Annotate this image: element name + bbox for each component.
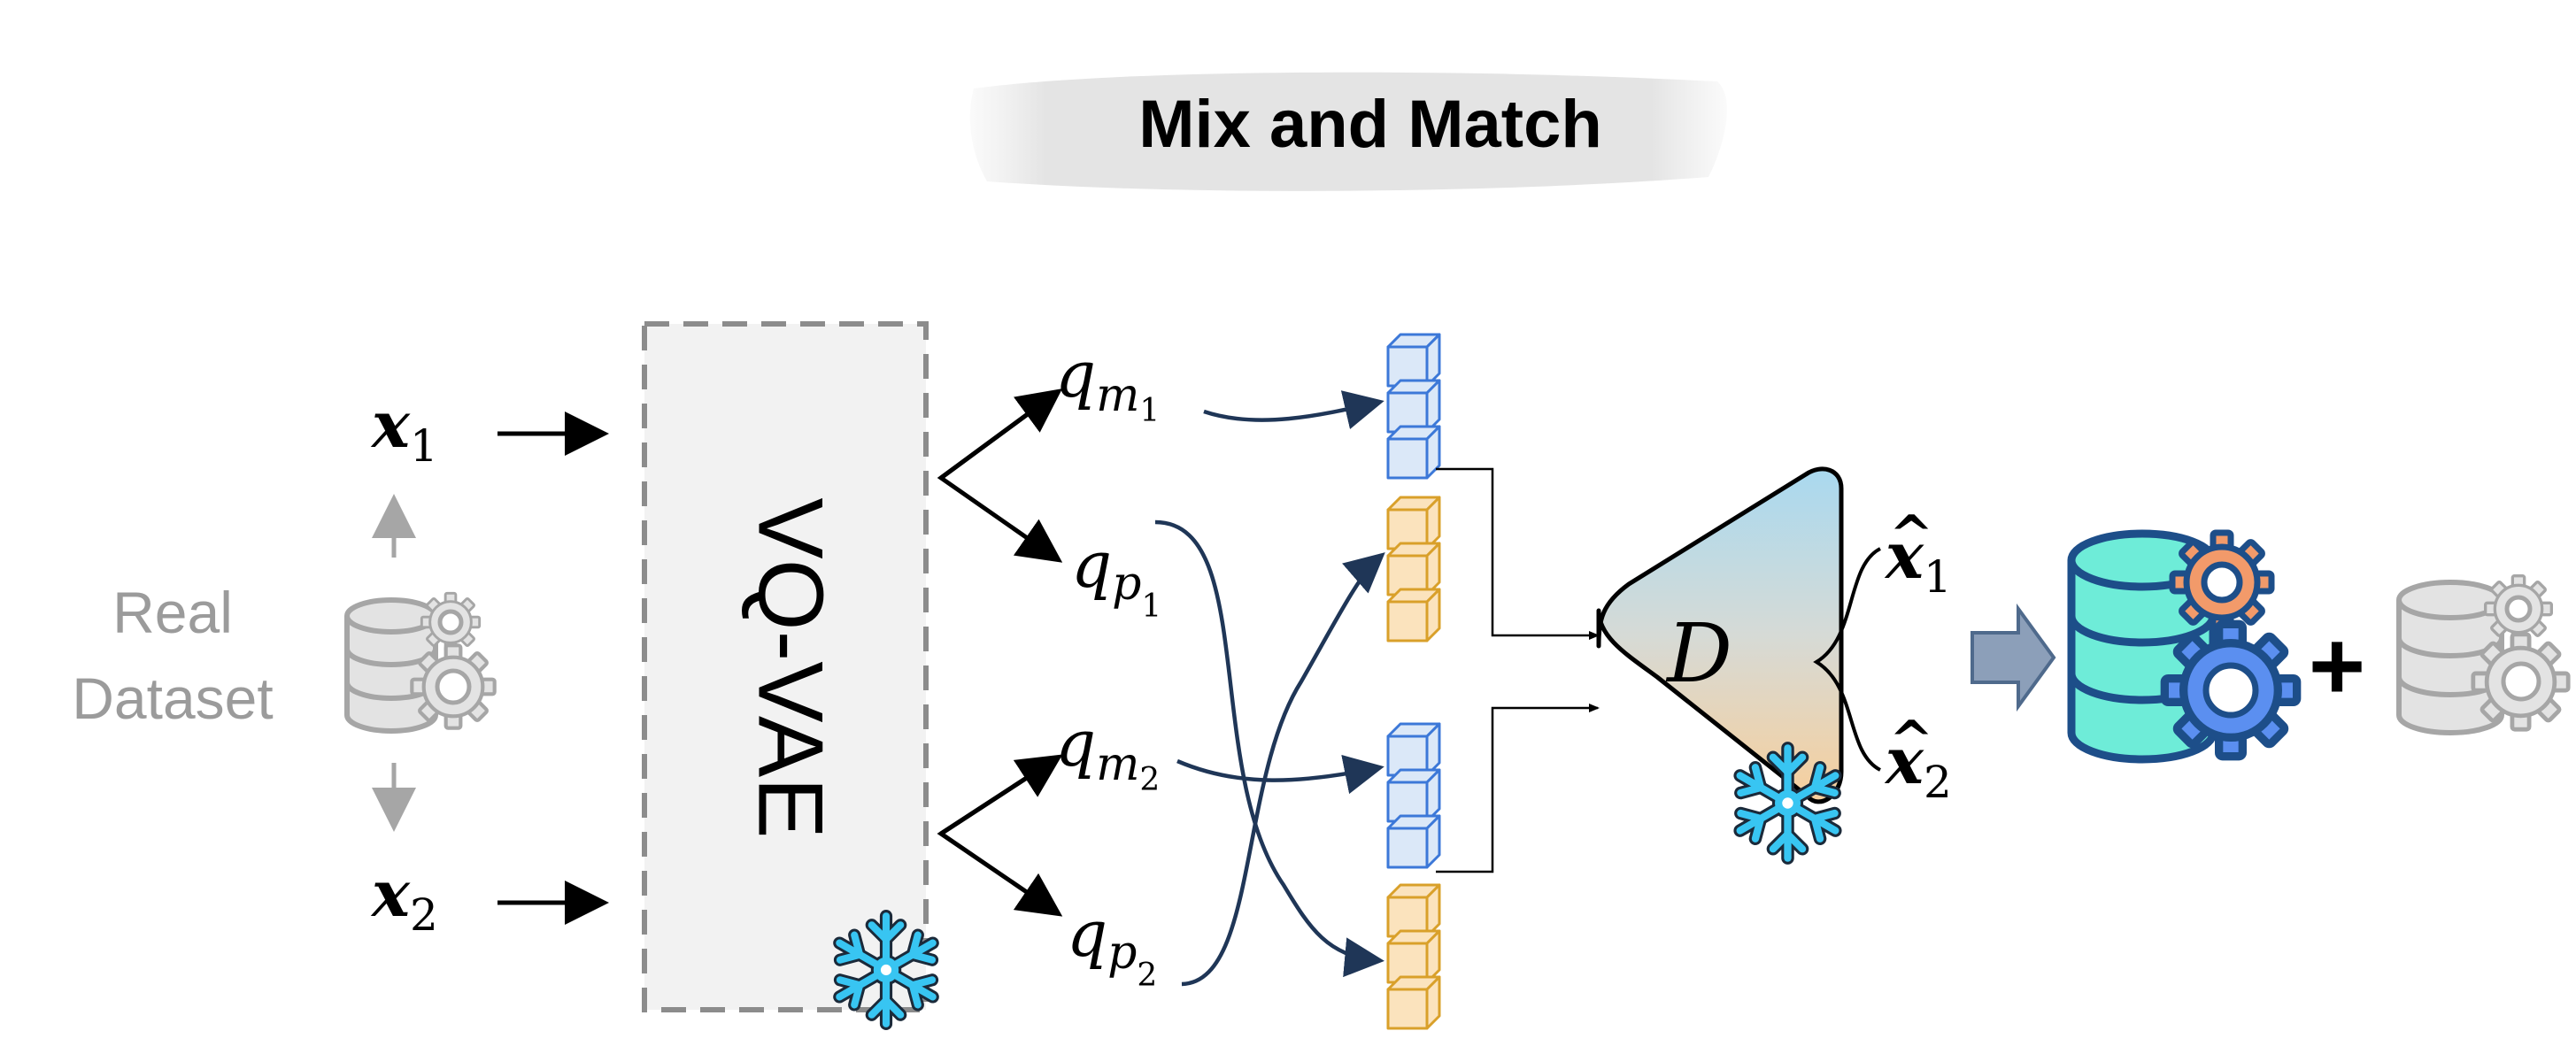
stack-qm2 (1386, 722, 1441, 869)
svg-text:x1: x1 (1884, 518, 1952, 603)
token-cube (1386, 496, 1441, 550)
dataset-label-line1: Real (112, 580, 233, 645)
token-cube (1386, 379, 1441, 434)
arrow-qp1-to-stack4 (1154, 519, 1384, 978)
latent-qm1: qm1 (1055, 337, 1160, 429)
output-x2hat: x2 ^ (1884, 710, 1952, 808)
mixing-arrows (1154, 390, 1385, 987)
page-title: Mix and Match (1138, 87, 1602, 162)
svg-text:qp2: qp2 (1067, 896, 1157, 994)
dataset-label-line2: Dataset (72, 665, 273, 731)
latent-qm2: qm2 (1055, 706, 1160, 798)
output-brace (1813, 547, 1882, 772)
encoder-split-arrows (937, 389, 1063, 917)
token-cube (1386, 588, 1441, 642)
stack-qm1 (1386, 333, 1441, 480)
svg-text:qm2: qm2 (1055, 706, 1160, 798)
svg-text:qm1: qm1 (1055, 337, 1160, 429)
svg-text:x2: x2 (370, 856, 438, 941)
encoder-label: VQ-VAE (739, 497, 842, 838)
token-cube (1386, 975, 1441, 1030)
token-cube (1386, 768, 1441, 823)
svg-text:x1: x1 (370, 387, 438, 472)
token-cube (1386, 929, 1441, 984)
input-x1-base: x (370, 387, 411, 462)
arrow-qm2-to-stack3 (1176, 754, 1384, 795)
arrow-qp2-to-stack2 (1181, 552, 1385, 987)
brush-stroke-background (969, 72, 1727, 191)
title-banner: Mix and Match (969, 72, 1727, 191)
stack-qp1 (1386, 496, 1441, 642)
token-cube (1386, 425, 1441, 480)
stack-qp2 (1386, 883, 1441, 1030)
encoder-box (642, 321, 929, 1012)
input-x2-base: x (370, 856, 411, 931)
svg-text:qp1: qp1 (1071, 527, 1161, 625)
latent-qp2: qp2 (1067, 896, 1157, 994)
real-dataset: Real Dataset (72, 494, 495, 832)
token-cube (1386, 814, 1441, 869)
decoder-label: D (1665, 606, 1732, 701)
database-gear-icon (2396, 574, 2568, 735)
input-x1-sub: 1 (410, 420, 438, 472)
decoder-connectors (1436, 467, 1600, 873)
token-cube (1386, 722, 1441, 777)
arrow-qm1-to-stack1 (1203, 390, 1384, 430)
block-arrow-icon (1971, 603, 2056, 712)
token-cube (1386, 883, 1441, 938)
output-x1hat-hat: ^ (1889, 504, 1933, 566)
token-stacks (1386, 333, 1441, 1030)
vq-vae-encoder: VQ-VAE (642, 321, 940, 1024)
svg-text:x2: x2 (1884, 723, 1952, 808)
database-gear-icon (344, 591, 495, 734)
output-x1hat: x1 ^ (1884, 504, 1952, 603)
input-x1: x1 (370, 387, 438, 472)
decoder-trapezoid (1596, 466, 1844, 804)
token-cube (1386, 542, 1441, 596)
token-cube (1386, 333, 1441, 388)
input-x2-sub: 2 (410, 889, 438, 941)
database-gear-icon (2067, 529, 2297, 764)
plus-sign: + (2309, 612, 2365, 720)
output-x2hat-hat: ^ (1889, 710, 1933, 772)
latent-qp1: qp1 (1071, 527, 1161, 625)
decoder: D (1596, 466, 1844, 858)
input-x2: x2 (370, 856, 438, 941)
